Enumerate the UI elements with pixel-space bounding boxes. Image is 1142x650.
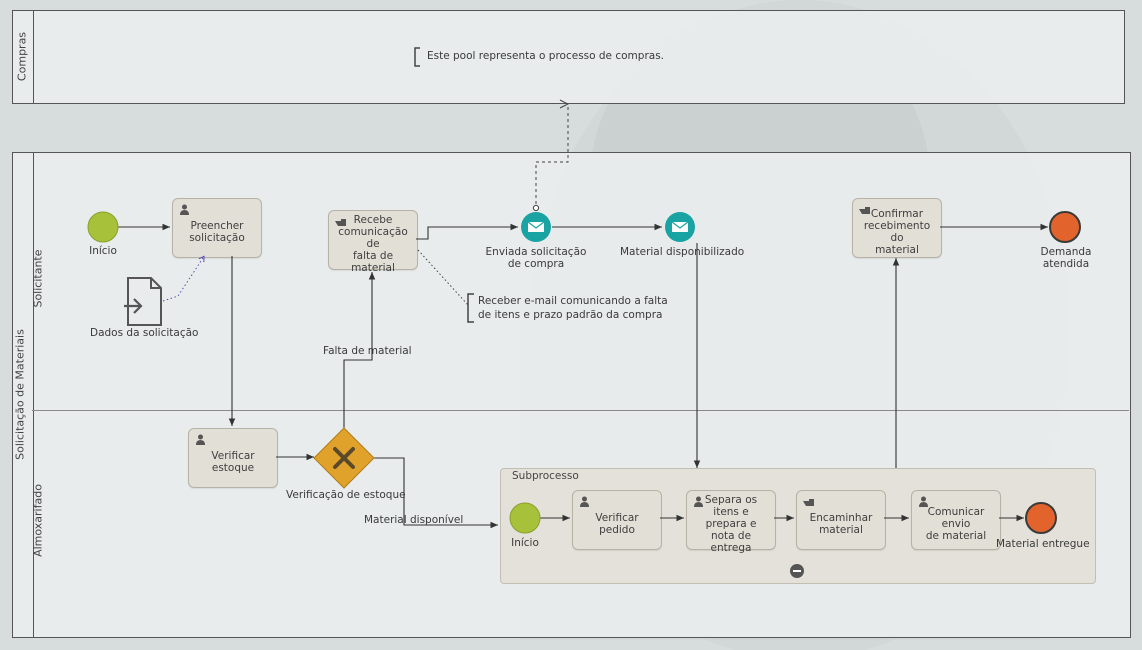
task-preencher-solicitacao[interactable]: Preencher solicitação [172, 198, 262, 258]
task-verificar-estoque[interactable]: Verificar estoque [188, 428, 278, 488]
task-separa-itens[interactable]: Separa os itens e prepara e nota de entr… [686, 490, 776, 554]
end-event-demanda[interactable] [1049, 211, 1081, 243]
end-event-entregue-label: Material entregue [996, 538, 1090, 550]
user-icon [580, 496, 589, 507]
association-annotation [417, 249, 469, 306]
flow-gateway-disponivel[interactable] [374, 457, 498, 529]
user-icon [180, 204, 189, 215]
task-encaminhar-material[interactable]: Encaminhar material [796, 490, 886, 550]
pool-label-column [13, 11, 34, 103]
flow-label-falta: Falta de material [323, 345, 412, 357]
subprocess-label: Subprocesso [512, 470, 579, 482]
end-event-material-entregue[interactable] [1025, 502, 1057, 534]
flow-gateway-falta[interactable] [343, 272, 376, 428]
flow-label-disponivel: Material disponível [364, 514, 464, 526]
message-event-enviada[interactable] [521, 212, 551, 242]
user-icon [919, 496, 928, 507]
exclusive-gateway[interactable] [313, 427, 375, 489]
annotation-compras: Este pool representa o processo de compr… [427, 50, 665, 62]
task-confirmar-recebimento[interactable]: Confirmar recebimento do material [852, 198, 942, 258]
flow-recebe-to-msg[interactable] [416, 223, 518, 240]
task-comunicar-envio[interactable]: Comunicar envio de material [911, 490, 1001, 550]
task-label: Confirmar recebimento do material [863, 207, 931, 257]
start-event-subprocesso[interactable] [509, 502, 541, 534]
task-label: Preencher solicitação [189, 219, 245, 244]
manual-hand-icon [859, 207, 870, 214]
start-event-sub-label: Início [511, 537, 539, 549]
lane-separator [32, 410, 1129, 411]
collapse-icon[interactable] [790, 564, 804, 578]
user-icon [196, 434, 205, 445]
start-event-label: Início [89, 245, 117, 257]
message-event-disponibilizado[interactable] [665, 212, 695, 242]
task-label: Verificar estoque [211, 449, 255, 474]
task-recebe-comunicacao[interactable]: Recebe comunicação de falta de material [328, 210, 418, 274]
task-label: Recebe comunicação de falta de material [338, 213, 408, 275]
manual-hand-icon [335, 219, 346, 226]
data-object-label: Dados da solicitação [90, 327, 199, 339]
end-event-demanda-label: Demanda atendida [1040, 246, 1092, 271]
annotation-email: Receber e-mail comunicando a falta de it… [478, 295, 668, 321]
gateway-label: Verificação de estoque [286, 489, 406, 501]
annotation-bracket-compras [414, 47, 420, 67]
lane-label-column [33, 153, 34, 637]
message-flow-origin [532, 204, 540, 212]
task-label: Encaminhar material [809, 511, 873, 536]
message-flow-to-compras[interactable] [535, 104, 568, 210]
data-object-icon[interactable] [124, 277, 162, 326]
annotation-bracket-email [467, 293, 474, 323]
task-verificar-pedido[interactable]: Verificar pedido [572, 490, 662, 550]
association-data-object [162, 255, 205, 302]
start-event-solicitante[interactable] [87, 211, 119, 243]
user-icon [694, 496, 703, 507]
task-label: Verificar pedido [595, 511, 639, 536]
message-event-disponibilizado-label: Material disponibilizado [620, 246, 745, 258]
manual-hand-icon [803, 499, 814, 506]
message-event-enviada-label: Enviada solicitação de compra [485, 246, 587, 271]
task-label: Comunicar envio de material [925, 505, 987, 543]
task-label: Separa os itens e prepara e nota de entr… [704, 493, 758, 555]
